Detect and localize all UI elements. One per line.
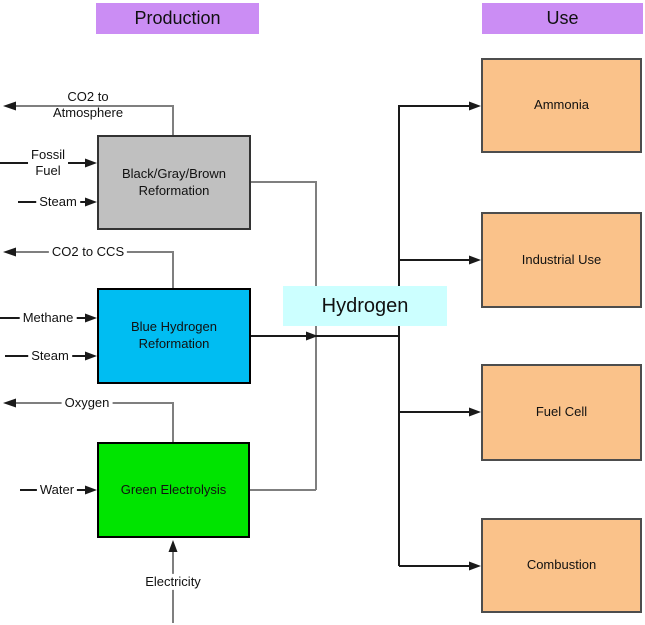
water-label: Water: [36, 481, 78, 499]
steam-blue-arrow-icon: [85, 351, 97, 361]
blue-hydrogen-reformation-box: Blue Hydrogen Reformation: [97, 288, 251, 384]
box-label-line: Reformation: [138, 182, 210, 198]
ammonia-arrow-icon: [469, 101, 481, 111]
box-label-line: Green Electrolysis: [120, 481, 227, 497]
methane-label: Methane: [19, 309, 77, 327]
hydrogen-merge-arrow-icon: [306, 331, 318, 341]
fossil-fuel-label: Fossil Fuel: [28, 146, 68, 180]
electricity-label: Electricity: [142, 573, 204, 591]
electricity-arrow-icon: [168, 540, 178, 552]
fossil-fuel-arrow-icon: [85, 158, 97, 168]
flow-label-line: CO2 to: [67, 88, 109, 104]
box-label-line: Industrial Use: [521, 251, 602, 267]
box-label-line: Ammonia: [534, 97, 589, 113]
box-label-line: Blue Hydrogen: [131, 319, 217, 335]
flow-label-line: Fuel: [35, 163, 61, 178]
gray-output-trunk-line: [251, 181, 317, 490]
co2-ccs-arrow-icon: [3, 247, 16, 257]
use-trunk-line: [398, 105, 470, 566]
production-header: Production: [96, 3, 259, 34]
box-label-line: Combustion: [526, 557, 597, 573]
combustion-arrow-icon: [469, 561, 481, 571]
fuel-cell-arrow-icon: [469, 407, 481, 417]
steam-blue-label: Steam: [28, 347, 72, 365]
industrial-use-box: Industrial Use: [481, 212, 642, 308]
fuel-cell-box: Fuel Cell: [481, 364, 642, 461]
ammonia-box: Ammonia: [481, 58, 642, 153]
co2-to-ccs-label: CO2 to CCS: [48, 243, 128, 261]
hydrogen-label: Hydrogen: [283, 286, 447, 326]
oxygen-arrow-icon: [3, 398, 16, 408]
flow-label-line: Fossil: [31, 146, 65, 162]
use-header: Use: [482, 3, 643, 34]
methane-arrow-icon: [85, 313, 97, 323]
combustion-box: Combustion: [481, 518, 642, 613]
box-label-line: Reformation: [138, 336, 210, 351]
steam-gray-label: Steam: [36, 193, 80, 211]
co2-atmosphere-line: [16, 105, 174, 135]
co2-atmosphere-arrow-icon: [3, 101, 16, 111]
industrial-arrow-icon: [469, 255, 481, 265]
steam-gray-arrow-icon: [85, 197, 97, 207]
flow-label-line: Atmosphere: [52, 105, 124, 120]
box-label-line: Black/Gray/Brown: [121, 165, 227, 181]
green-electrolysis-box: Green Electrolysis: [97, 442, 250, 538]
black-gray-brown-reformation-box: Black/Gray/Brown Reformation: [97, 135, 251, 230]
oxygen-label: Oxygen: [61, 394, 113, 412]
water-arrow-icon: [85, 485, 97, 495]
box-label-line: Fuel Cell: [535, 404, 588, 420]
co2-to-atmosphere-label: CO2 to Atmosphere: [53, 89, 123, 122]
